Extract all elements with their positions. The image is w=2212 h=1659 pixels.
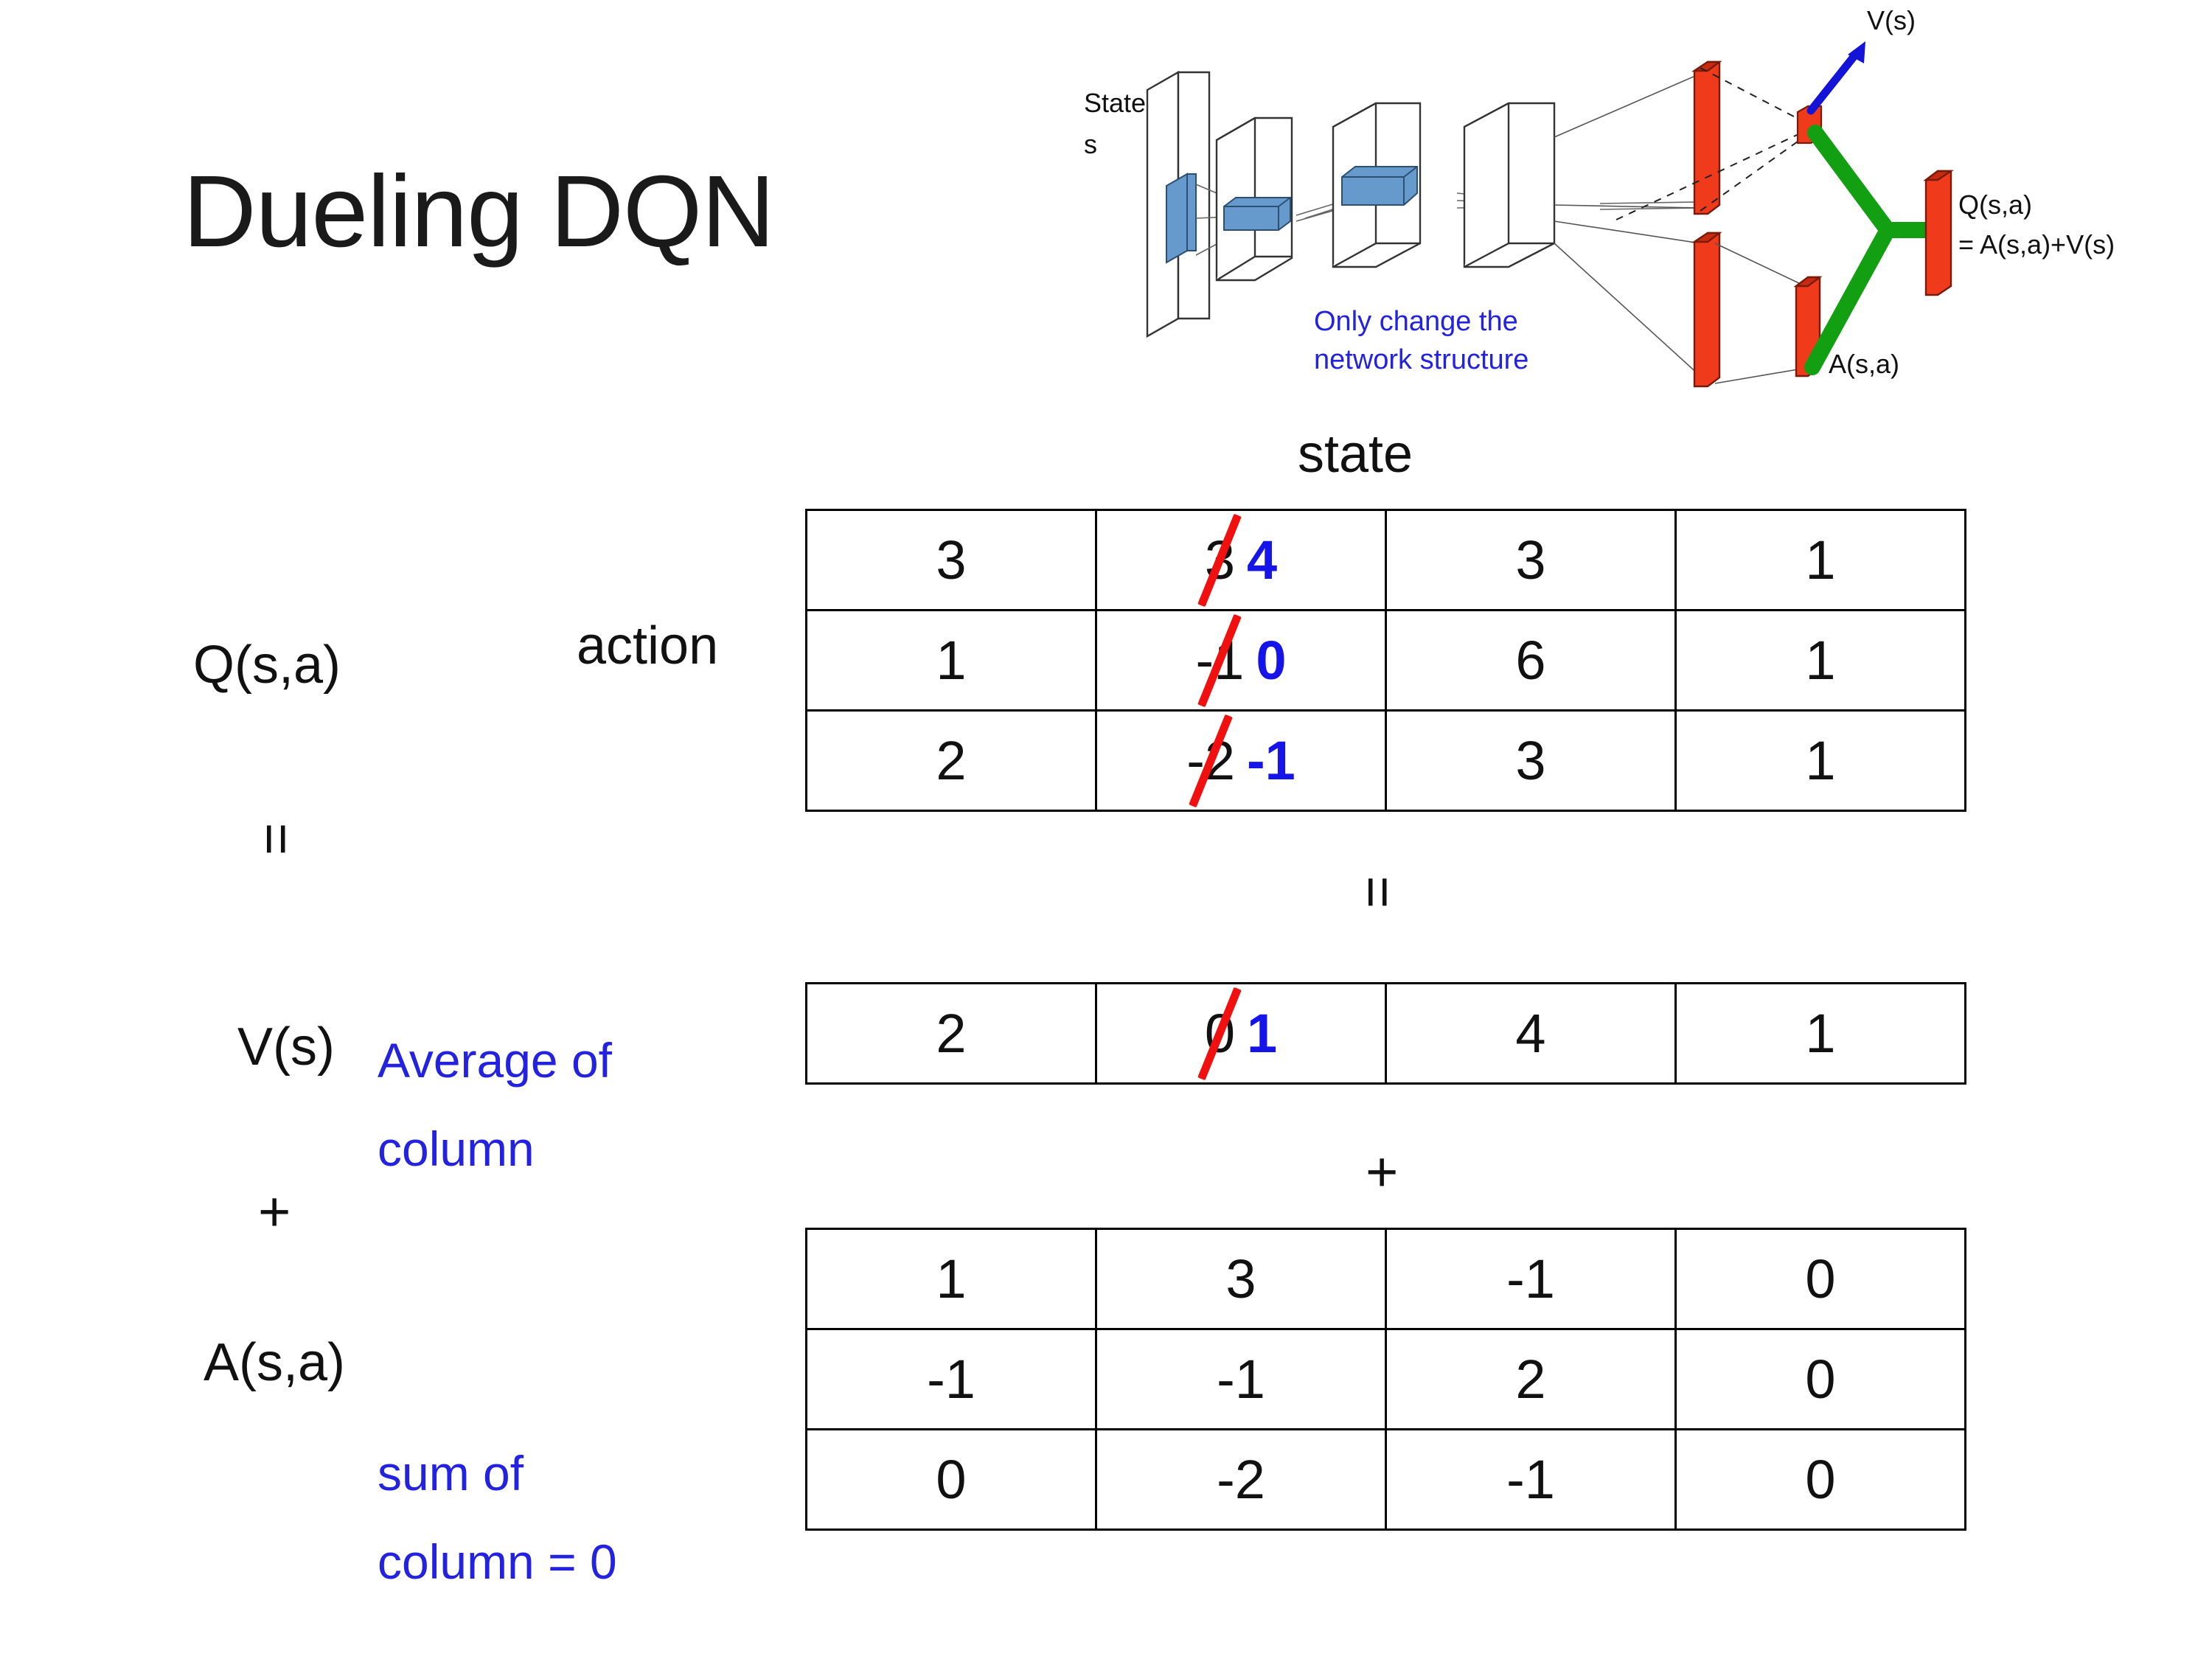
table-row: -1 -1 2 0 bbox=[805, 1328, 1966, 1430]
struck-old-value: -2 bbox=[1186, 714, 1235, 807]
a-cell-r0c2: -1 bbox=[1385, 1228, 1677, 1330]
q-cell-edit-r1c1: -1 0 bbox=[1196, 613, 1287, 707]
table-row: 1 3 -1 0 bbox=[805, 1228, 1966, 1330]
corrected-value: 1 bbox=[1247, 1003, 1278, 1064]
action-axis-label: action bbox=[577, 616, 719, 675]
a-cell-r0c3: 0 bbox=[1674, 1228, 1966, 1330]
q-output-label-line1: Q(s,a) bbox=[1958, 189, 2032, 220]
a-function-label: A(s,a) bbox=[204, 1333, 346, 1392]
q-cell-r0c3: 1 bbox=[1674, 509, 1966, 611]
dueling-network-diagram: V(s) A(s,a) Q(s,a) = A(s,a)+V(s) bbox=[1084, 0, 2212, 413]
advantage-connect-lines bbox=[1714, 243, 1803, 384]
q-cell-r0c0: 3 bbox=[805, 509, 1097, 611]
value-arrow-icon bbox=[1806, 41, 1865, 115]
v-function-label: V(s) bbox=[237, 1018, 335, 1077]
equals-sign-q-decomposition: = bbox=[245, 822, 308, 856]
table-row: 0 -2 -1 0 bbox=[805, 1428, 1966, 1531]
conv-filter-1 bbox=[1223, 197, 1291, 231]
a-note-line2: column = 0 bbox=[378, 1534, 617, 1589]
q-output-bar bbox=[1923, 170, 1954, 296]
advantage-stream-bar bbox=[1691, 232, 1722, 388]
v-cell-edit-r0c1: 0 1 bbox=[1197, 987, 1278, 1080]
a-cell-r2c2: -1 bbox=[1385, 1428, 1677, 1531]
q-cell-r2c0: 2 bbox=[805, 709, 1097, 812]
corrected-value: -1 bbox=[1247, 730, 1295, 791]
state-label-line2: s bbox=[1084, 129, 1097, 159]
a-cell-r2c0: 0 bbox=[805, 1428, 1097, 1531]
v-note-line2: column bbox=[378, 1121, 535, 1176]
network-note-line1: Only change the bbox=[1314, 306, 1518, 337]
conv-filter-2 bbox=[1341, 166, 1418, 206]
q-cell-edit-r2c1: -2 -1 bbox=[1186, 714, 1295, 807]
plus-sign-between-v-and-a: + bbox=[1366, 1141, 1399, 1203]
value-dashed-lines bbox=[1615, 67, 1809, 220]
input-filter-shape bbox=[1166, 173, 1197, 264]
struck-old-value: -1 bbox=[1196, 613, 1244, 707]
v-cell-r0c0: 2 bbox=[805, 982, 1097, 1085]
table-row: 1 -1 0 6 1 bbox=[805, 609, 1966, 712]
a-cell-r0c1: 3 bbox=[1095, 1228, 1387, 1330]
a-cell-r1c0: -1 bbox=[805, 1328, 1097, 1430]
state-label-line1: State bbox=[1084, 88, 1146, 118]
q-cell-r2c3: 1 bbox=[1674, 709, 1966, 812]
table-row: 3 3 4 3 1 bbox=[805, 509, 1966, 611]
corrected-value: 0 bbox=[1256, 630, 1287, 691]
v-cell-r0c2: 4 bbox=[1385, 982, 1677, 1085]
plus-sign-left: + bbox=[258, 1180, 291, 1243]
a-cell-r0c0: 1 bbox=[805, 1228, 1097, 1330]
q-cell-r2c2: 3 bbox=[1385, 709, 1677, 812]
a-cell-r1c3: 0 bbox=[1674, 1328, 1966, 1430]
state-axis-label: state bbox=[1298, 425, 1413, 484]
corrected-value: 4 bbox=[1247, 529, 1278, 591]
q-cell-r1c2: 6 bbox=[1385, 609, 1677, 712]
v-note-line1: Average of bbox=[378, 1033, 613, 1088]
advantage-label: A(s,a) bbox=[1829, 349, 1899, 379]
table-row: 2 0 1 4 1 bbox=[805, 982, 1966, 1085]
v-cell-r0c3: 1 bbox=[1674, 982, 1966, 1085]
conv-block-3 bbox=[1463, 102, 1556, 268]
a-cell-r2c3: 0 bbox=[1674, 1428, 1966, 1531]
q-cell-edit-r0c1: 3 4 bbox=[1197, 513, 1278, 607]
q-cell-r0c2: 3 bbox=[1385, 509, 1677, 611]
v-value-table: 2 0 1 4 1 bbox=[805, 982, 1966, 1085]
a-note-line1: sum of bbox=[378, 1446, 524, 1500]
merge-green-path bbox=[1804, 125, 1940, 375]
advantage-value-table: 1 3 -1 0 -1 -1 2 0 0 -2 -1 0 bbox=[805, 1228, 1966, 1531]
v-cell-r0c1: 0 1 bbox=[1095, 982, 1387, 1085]
table-row: 2 -2 -1 3 1 bbox=[805, 709, 1966, 812]
q-cell-r1c3: 1 bbox=[1674, 609, 1966, 712]
stream-split-lines bbox=[1554, 73, 1701, 377]
q-output-label-line2: = A(s,a)+V(s) bbox=[1958, 229, 2115, 260]
value-label: V(s) bbox=[1867, 5, 1916, 35]
equals-sign-between-q-and-v: = bbox=[1346, 875, 1410, 909]
value-stream-bar bbox=[1691, 60, 1722, 215]
struck-old-value: 3 bbox=[1197, 513, 1242, 607]
a-cell-r1c1: -1 bbox=[1095, 1328, 1387, 1430]
q-cell-r1c0: 1 bbox=[805, 609, 1097, 712]
q-value-table: 3 3 4 3 1 1 -1 bbox=[805, 509, 1966, 812]
q-cell-r1c1: -1 0 bbox=[1095, 609, 1387, 712]
network-note-line2: network structure bbox=[1314, 344, 1528, 375]
struck-old-value: 0 bbox=[1197, 987, 1242, 1080]
q-cell-r2c1: -2 -1 bbox=[1095, 709, 1387, 812]
a-cell-r1c2: 2 bbox=[1385, 1328, 1677, 1430]
page-title: Dueling DQN bbox=[183, 155, 775, 268]
q-function-label: Q(s,a) bbox=[193, 636, 341, 695]
a-cell-r2c1: -2 bbox=[1095, 1428, 1387, 1531]
q-cell-r0c1: 3 4 bbox=[1095, 509, 1387, 611]
